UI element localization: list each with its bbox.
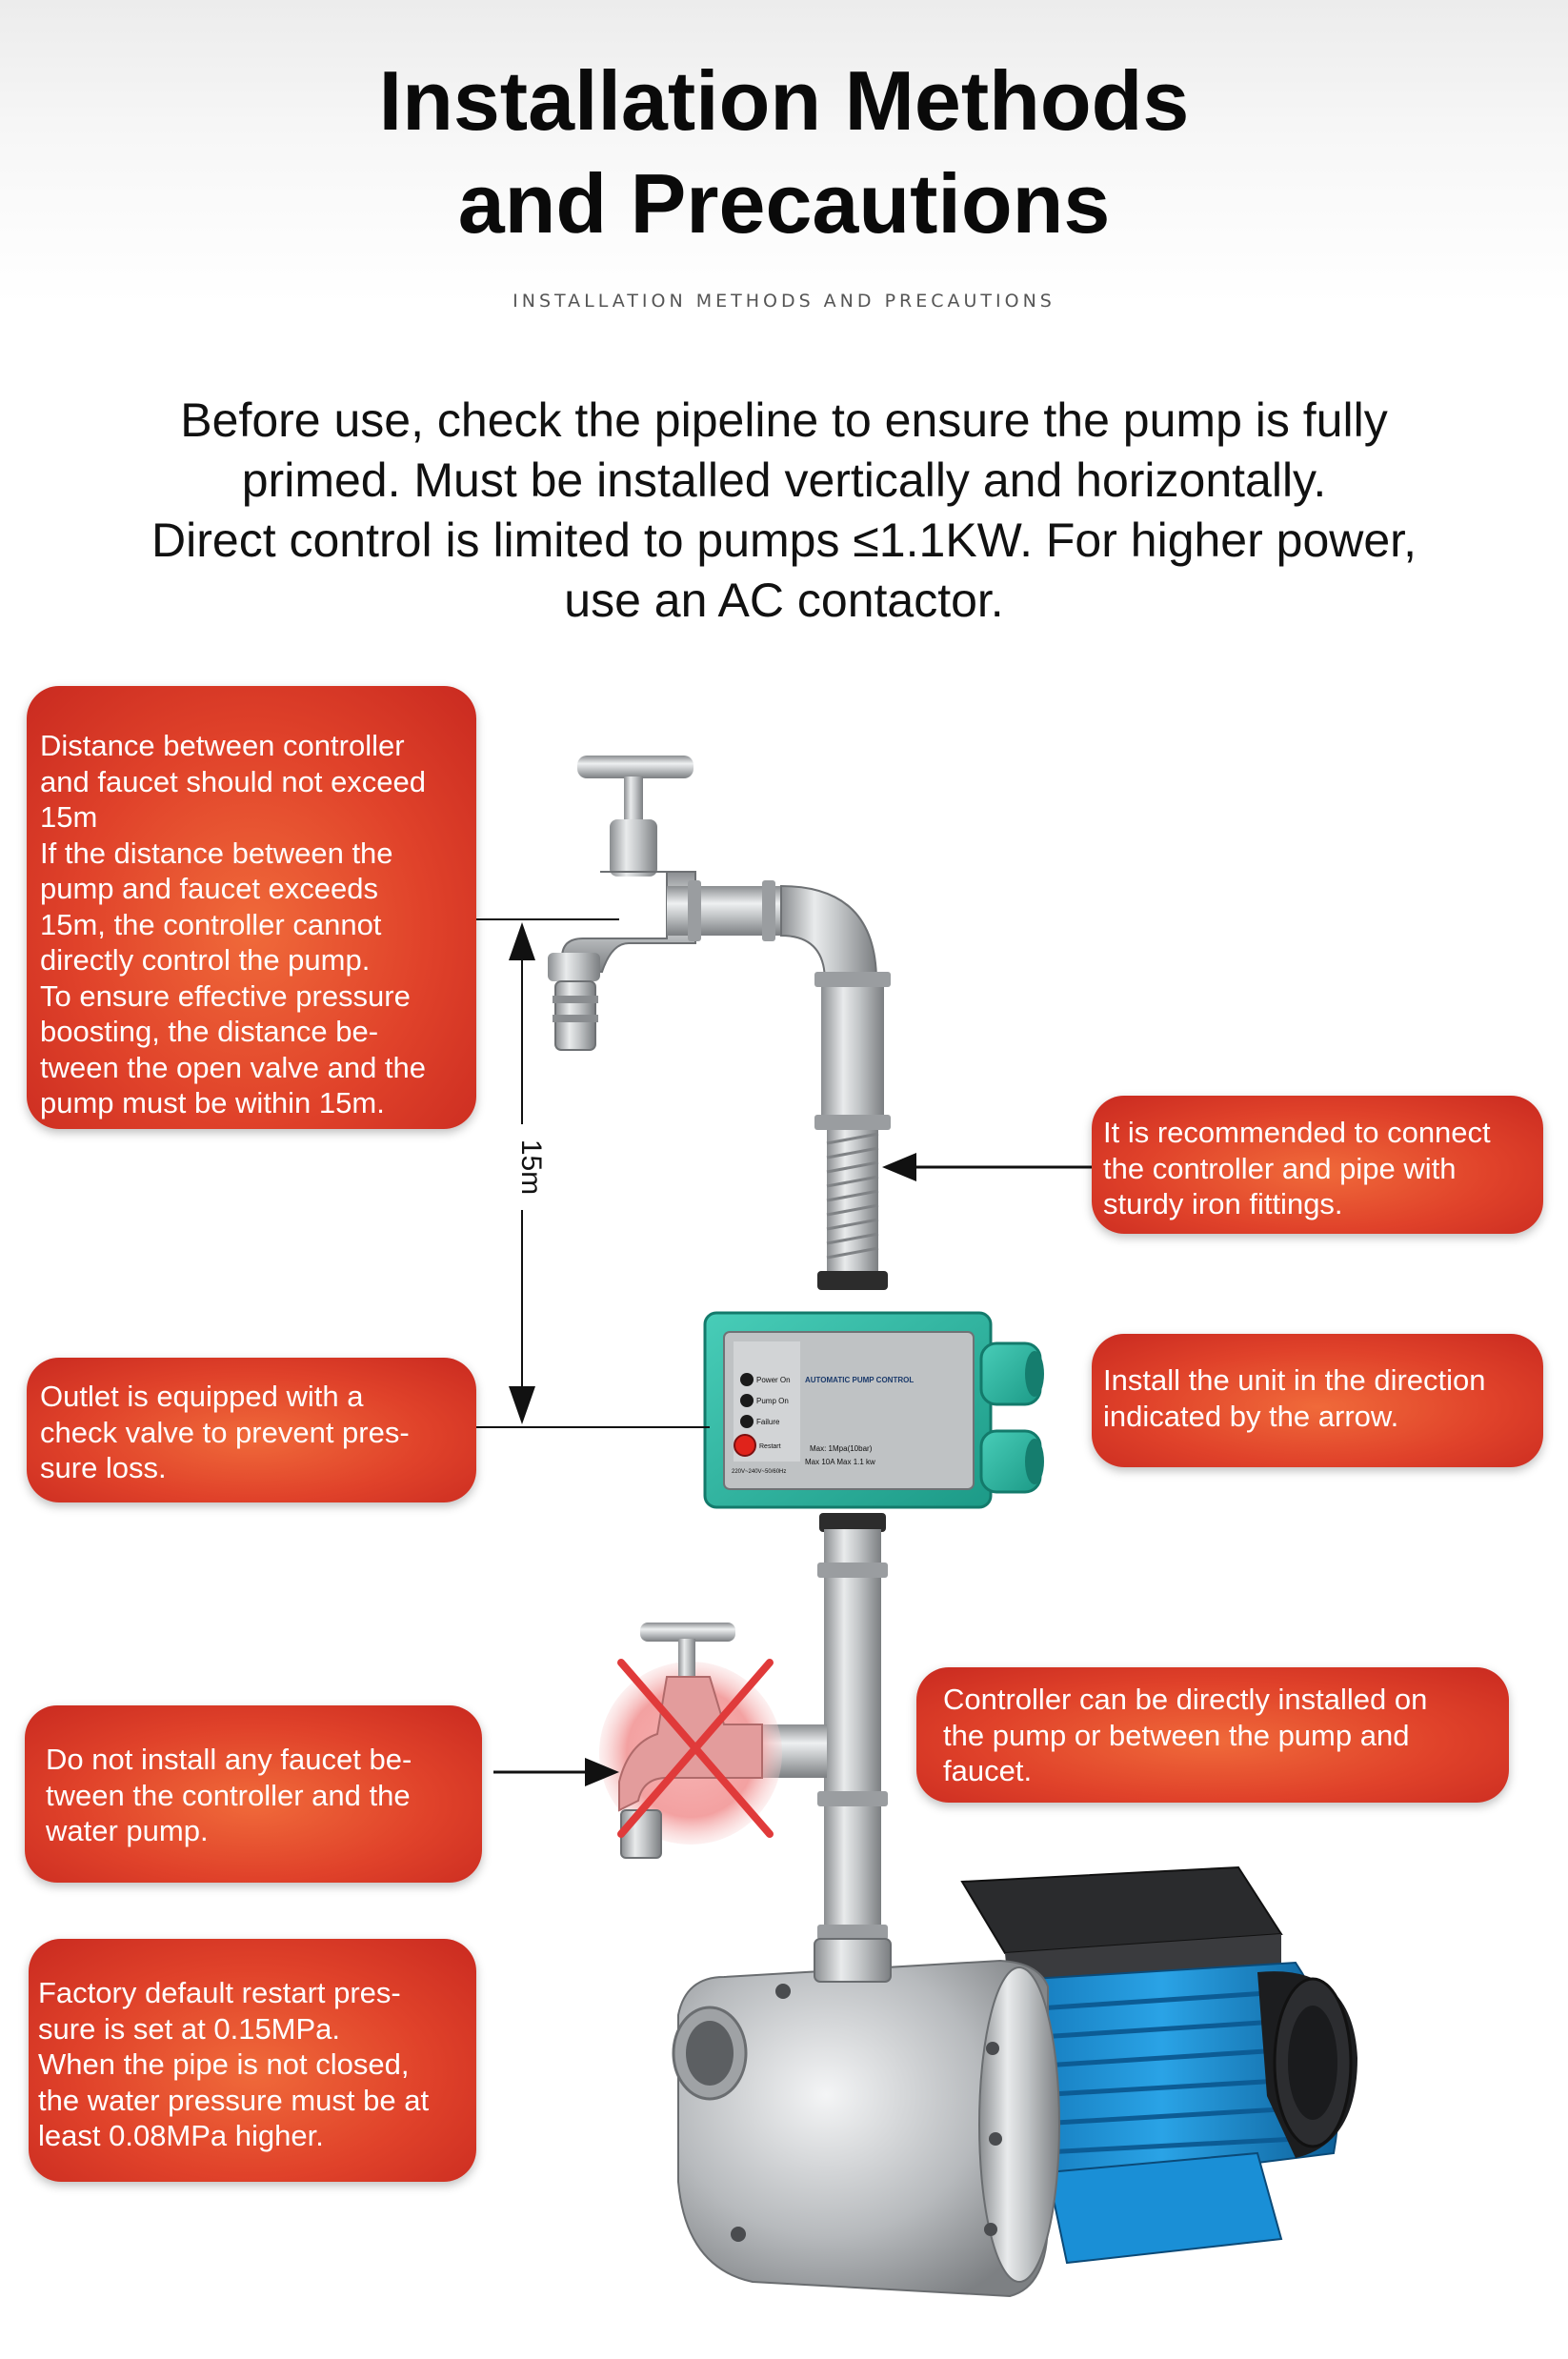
title-line-2: and Precautions [457,156,1111,251]
intro-line: primed. Must be installed vertically and… [241,454,1327,507]
page-title: Installation Methods and Precautions [0,50,1568,255]
led-label-power: Power On [756,1376,791,1384]
intro-line: Before use, check the pipeline to ensure… [180,393,1388,447]
intro-line: Direct control is limited to pumps ≤1.1K… [151,514,1417,567]
distance-dimension [459,918,710,1428]
callout-line: sturdy iron fittings. [1103,1187,1343,1220]
callout-line: Install the unit in the direction [1103,1363,1486,1397]
distance-label: 15m [515,1139,547,1195]
top-faucet [548,756,696,1051]
controller-brand: AUTOMATIC PUMP CONTROL [805,1376,914,1384]
callout-line: pump must be within 15m. [40,1086,385,1119]
restart-label: Restart [759,1443,781,1450]
callout-line: pump and faucet exceeds [40,872,379,905]
header-background [0,0,1568,305]
main-pipe [667,880,891,1948]
callout-line: faucet. [943,1754,1033,1787]
callout-line: water pump. [46,1814,209,1847]
callout-line: Outlet is equipped with a [40,1380,364,1413]
callout-line: To ensure effective pressure [40,978,411,1013]
callout-line: check valve to prevent pres- [40,1415,410,1449]
callout-line: and faucet should not exceed [40,764,427,798]
callout-line: tween the open valve and the [40,1050,427,1084]
callout-iron-fittings: It is recommended to connect the control… [1092,1096,1543,1234]
pointer-arrows [493,1153,1092,1786]
callout-line: It is recommended to connect [1103,1116,1491,1149]
water-pump [672,1865,1357,2298]
callout-line: the controller and pipe with [1103,1151,1457,1185]
controller-spec-1: Max: 1Mpa(10bar) [810,1444,873,1453]
callout-no-faucet: Do not install any faucet be- tween the … [25,1705,482,1883]
callout-line: Distance between controller [40,729,405,762]
intro-line: use an AC contactor. [564,574,1004,627]
pump-controller [703,1311,1044,1509]
page-subtitle: INSTALLATION METHODS AND PRECAUTIONS [513,291,1055,312]
led-label-pump: Pump On [756,1397,789,1405]
callout-line: least 0.08MPa higher. [38,2119,324,2152]
callout-line: boosting, the distance be- [40,1015,379,1048]
led-label-failure: Failure [756,1418,780,1426]
controller-spec-2: Max 10A Max 1.1 kw [805,1458,875,1466]
callout-line: When the pipe is not closed, [38,2047,410,2081]
forbidden-faucet [599,1623,782,1859]
callout-line: sure is set at 0.15MPa. [38,2011,341,2046]
callout-line: If the distance between the [40,836,393,870]
callout-line: directly control the pump. [40,943,371,977]
callout-line: indicated by the arrow. [1103,1399,1399,1433]
callout-line: 15m [40,800,98,834]
callout-distance-limit: Distance between controller and faucet s… [27,686,476,1129]
callout-restart-pressure: Factory default restart pres- sure is se… [29,1939,476,2182]
intro-text: Before use, check the pipeline to ensure… [38,391,1530,631]
callout-line: 15m, the controller cannot [40,907,382,941]
callout-install-location: Controller can be directly installed on … [916,1667,1509,1803]
controller-voltage: 220V~240V~50/60Hz [732,1469,786,1475]
callout-check-valve: Outlet is equipped with a check valve to… [27,1358,476,1502]
callout-line: the water pressure must be at [38,2083,430,2117]
callout-line: tween the controller and the [46,1778,411,1812]
callout-arrow-direction: Install the unit in the direction indica… [1092,1334,1543,1467]
callout-line: Do not install any faucet be- [46,1743,412,1776]
callout-line: sure loss. [40,1451,167,1484]
callout-line: Factory default restart pres- [38,1976,401,2009]
callout-line: the pump or between the pump and [943,1718,1410,1752]
title-line-1: Installation Methods [378,53,1190,148]
callout-line: Controller can be directly installed on [943,1683,1428,1716]
